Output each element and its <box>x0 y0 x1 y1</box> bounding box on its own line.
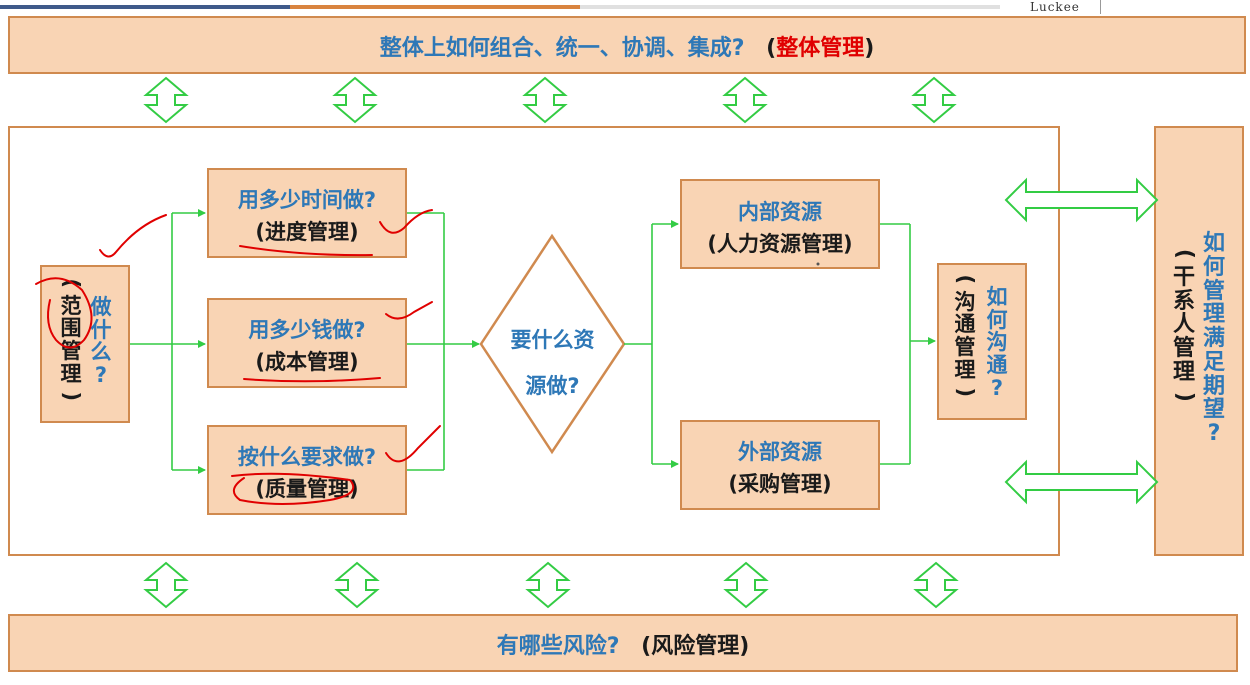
vertical-char: ? <box>94 363 108 388</box>
vertical-char: 人 <box>1172 312 1195 338</box>
quality-question: 按什么要求做? <box>237 445 377 469</box>
check-mark-schedule <box>379 209 433 234</box>
internal-question: 内部资源 <box>738 200 822 224</box>
underline-schedule <box>239 245 373 257</box>
stakeholder-box <box>1154 126 1244 556</box>
scope-question: 做什么? <box>88 296 114 387</box>
handwritten-annotations <box>35 209 441 505</box>
double-arrow-top-5 <box>913 77 955 123</box>
vertical-char: 什 <box>90 317 112 342</box>
vertical-char: 通 <box>954 312 976 337</box>
communication-box <box>937 263 1027 420</box>
vertical-char: 如 <box>986 285 1008 309</box>
internal-area: (人力资源管理) <box>707 232 853 256</box>
risk-question: 有哪些风险? <box>496 634 620 659</box>
logo-divider <box>1100 0 1101 14</box>
stakeholder-area: (干系人管理) <box>1170 242 1198 408</box>
double-arrow-stakeholder-lower <box>1004 459 1159 505</box>
vertical-char: 做 <box>90 295 112 319</box>
vertical-char: 么 <box>90 340 112 365</box>
vertical-char: ? <box>990 375 1004 400</box>
vertical-char: 沟 <box>986 330 1008 355</box>
cost-question: 用多少钱做? <box>248 318 366 342</box>
stakeholder-question: 如何管理满足期望? <box>1200 232 1228 446</box>
double-arrow-bottom-1 <box>145 562 187 608</box>
integration-question: 整体上如何组合、统一、协调、集成? <box>379 36 745 61</box>
resource-to-communication-connectors <box>880 223 936 465</box>
vertical-char: ? <box>1207 421 1221 446</box>
double-arrow-top-4 <box>724 77 766 123</box>
schedule-area: (进度管理) <box>255 220 359 244</box>
vertical-char: 足 <box>1202 349 1225 375</box>
internal-box <box>680 179 880 269</box>
vertical-char: 何 <box>986 307 1008 332</box>
progress-segment-blue <box>0 5 290 9</box>
check-mark-quality <box>385 425 441 463</box>
integration-area: 整体管理 <box>776 36 865 61</box>
communication-area: (沟通管理) <box>952 268 978 404</box>
vertical-char: 理 <box>60 361 82 386</box>
check-mark-cost <box>385 301 433 320</box>
dot-marker <box>816 262 820 266</box>
side-caption <box>1130 405 1154 413</box>
check-mark-scope <box>99 214 167 258</box>
double-arrow-bottom-4 <box>725 562 767 608</box>
diamond-to-resource-connectors <box>624 220 679 468</box>
double-arrow-bottom-2 <box>336 562 378 608</box>
circle-quality <box>231 472 355 505</box>
external-question: 外部资源 <box>738 440 822 464</box>
vertical-char: 满 <box>1202 326 1225 351</box>
scope-box <box>40 265 130 423</box>
vertical-char: 干 <box>1172 264 1195 290</box>
vertical-char: 如 <box>1202 231 1225 256</box>
schedule-box <box>207 168 407 258</box>
vertical-char: 理 <box>1202 302 1225 328</box>
progress-strip <box>0 5 1000 9</box>
schedule-question: 用多少时间做? <box>237 188 377 212</box>
vertical-char: 沟 <box>954 289 976 314</box>
planning-to-diamond-connectors <box>407 212 480 471</box>
diamond-line-2: 源做? <box>525 374 580 398</box>
cost-box <box>207 298 407 388</box>
integration-paren-close: ) <box>864 36 875 61</box>
vertical-char: 系 <box>1172 288 1195 314</box>
risk-area: (风险管理) <box>641 634 750 659</box>
vertical-char: 通 <box>986 353 1008 378</box>
external-area: (采购管理) <box>728 472 832 496</box>
risk-banner <box>8 614 1238 672</box>
vertical-char: 范 <box>60 293 82 318</box>
vertical-char: 理 <box>954 357 976 382</box>
communication-question: 如何沟通? <box>984 286 1010 399</box>
risk-label: 有哪些风险? (风险管理) <box>8 628 1238 660</box>
vertical-char: 何 <box>1202 254 1225 280</box>
integration-label: 整体上如何组合、统一、协调、集成? (整体管理) <box>8 30 1246 62</box>
resource-decision-diamond <box>479 233 626 455</box>
double-arrow-top-3 <box>524 77 566 123</box>
scope-connectors <box>130 209 206 474</box>
external-box <box>680 420 880 510</box>
vertical-char: 理 <box>1172 359 1195 385</box>
integration-banner <box>8 16 1246 74</box>
double-arrow-top-2 <box>334 77 376 123</box>
double-arrow-top-1 <box>145 77 187 123</box>
double-arrow-bottom-3 <box>527 562 569 608</box>
cost-area: (成本管理) <box>255 350 359 374</box>
vertical-char: 围 <box>60 316 82 341</box>
double-arrow-bottom-5 <box>915 562 957 608</box>
vertical-char: 管 <box>1202 278 1225 304</box>
logo: Luckee <box>1030 0 1080 14</box>
vertical-char: 管 <box>1172 336 1195 361</box>
progress-segment-orange <box>290 5 580 9</box>
underline-cost <box>243 377 381 383</box>
diamond-line-1: 要什么资 <box>510 328 595 352</box>
circle-scope <box>35 277 93 349</box>
vertical-char: 管 <box>954 335 976 360</box>
vertical-char: 期 <box>1202 373 1225 399</box>
vertical-char: 望 <box>1202 397 1225 423</box>
double-arrow-stakeholder-upper <box>1004 177 1159 223</box>
integration-paren-open: ( <box>766 36 777 61</box>
